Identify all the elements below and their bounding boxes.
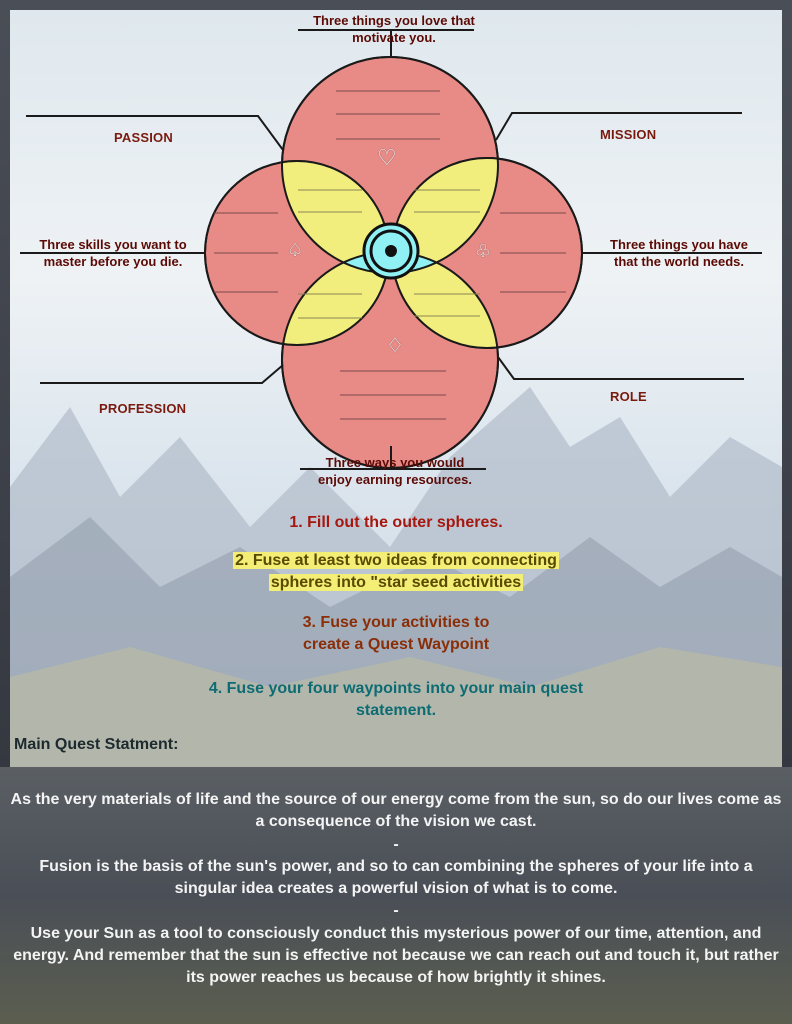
sun-icon xyxy=(362,222,420,280)
passion-label: PASSION xyxy=(114,130,173,145)
top-caption-line1: Three things you love that xyxy=(313,13,475,28)
step-2: 2. Fuse at least two ideas from connecti… xyxy=(0,550,792,594)
top-caption: Three things you love that motivate you. xyxy=(290,12,498,46)
main-quest-label: Main Quest Statment: xyxy=(14,736,179,753)
bottom-caption-line2: enjoy earning resources. xyxy=(318,472,472,487)
step-3: 3. Fuse your activities to create a Ques… xyxy=(0,612,792,656)
left-caption-line1: Three skills you want to xyxy=(39,237,187,252)
explanation-panel: As the very materials of life and the so… xyxy=(0,767,792,1024)
role-label: ROLE xyxy=(610,389,647,404)
profession-leader xyxy=(40,364,284,384)
diamond-icon: ♢ xyxy=(386,335,404,357)
separator-2: - xyxy=(393,902,399,920)
spade-icon: ♤ xyxy=(287,240,304,260)
club-icon: ♧ xyxy=(475,241,492,261)
step-2-line2: spheres into "star seed activities xyxy=(268,574,524,591)
overlap-lines[interactable] xyxy=(298,189,480,319)
venn-diagram xyxy=(20,29,762,470)
right-caption-line2: that the world needs. xyxy=(613,254,744,269)
explanation-paragraph-3: Use your Sun as a tool to consciously co… xyxy=(13,924,779,987)
right-sphere-lines[interactable] xyxy=(500,212,566,293)
step-2-line1: 2. Fuse at least two ideas from connecti… xyxy=(233,552,559,569)
mission-label: MISSION xyxy=(600,127,657,142)
top-caption-line2: motivate you. xyxy=(352,30,436,45)
left-caption: Three skills you want to master before y… xyxy=(20,236,206,270)
right-caption: Three things you have that the world nee… xyxy=(588,236,770,270)
top-sphere-lines[interactable] xyxy=(336,90,440,140)
mission-leader xyxy=(495,112,742,141)
explanation-paragraph-2: Fusion is the basis of the sun's power, … xyxy=(39,857,753,898)
step-3-line2: create a Quest Waypoint xyxy=(302,636,490,653)
step-4-line1: 4. Fuse your four waypoints into your ma… xyxy=(208,680,584,697)
left-caption-line2: master before you die. xyxy=(43,254,183,269)
bottom-caption-line1: Three ways you would xyxy=(325,455,465,470)
step-4-line2: statement. xyxy=(355,702,437,719)
separator-1: - xyxy=(393,835,399,853)
profession-label: PROFESSION xyxy=(99,401,187,416)
right-caption-line1: Three things you have xyxy=(610,237,748,252)
heart-icon: ♡ xyxy=(377,145,397,170)
bottom-caption: Three ways you would enjoy earning resou… xyxy=(292,454,498,488)
explanation-paragraph-1: As the very materials of life and the so… xyxy=(10,791,782,831)
step-3-line1: 3. Fuse your activities to xyxy=(302,614,490,631)
left-sphere-lines[interactable] xyxy=(214,212,278,293)
role-leader xyxy=(497,356,744,380)
step-1: 1. Fill out the outer spheres. xyxy=(289,514,503,531)
bottom-sphere-lines[interactable] xyxy=(340,370,446,420)
step-4: 4. Fuse your four waypoints into your ma… xyxy=(0,678,792,722)
passion-leader xyxy=(26,115,284,151)
